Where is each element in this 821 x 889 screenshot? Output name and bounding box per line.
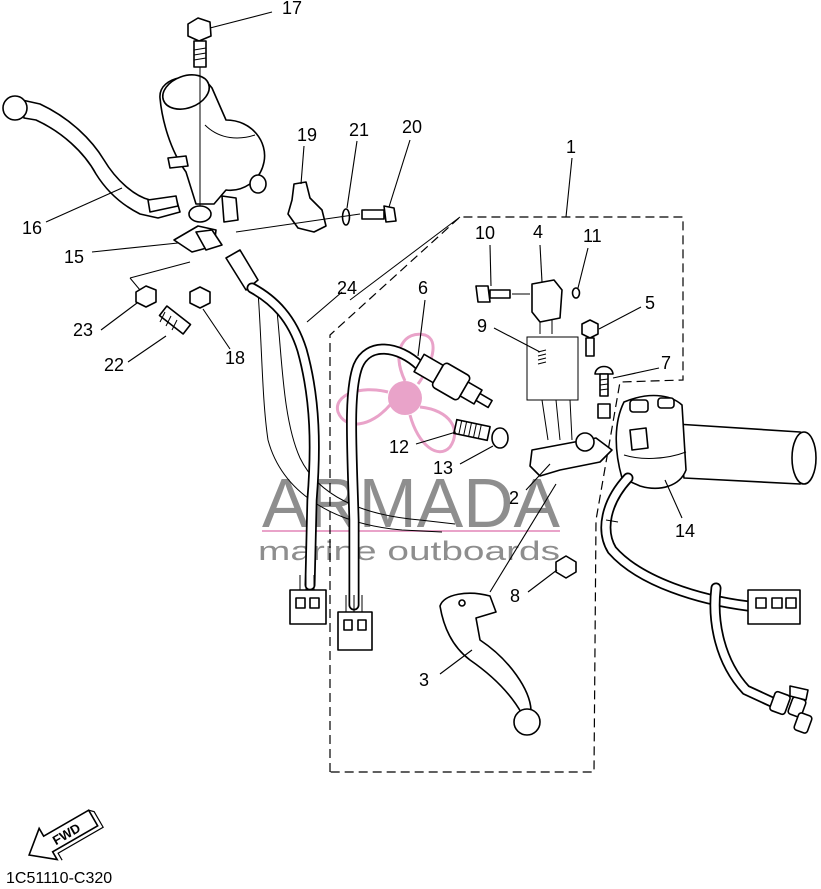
cable-6 <box>337 343 426 651</box>
wire-harness <box>600 472 813 734</box>
part-label-17: 17 <box>282 0 302 18</box>
nut-8 <box>555 555 577 579</box>
alignment-line <box>235 213 361 233</box>
part-labels: 1 2 3 4 5 6 7 8 9 10 11 12 13 14 15 16 1… <box>22 0 695 690</box>
lever-3 <box>439 592 541 736</box>
part-label-9: 9 <box>477 316 487 336</box>
part-label-15: 15 <box>64 247 84 267</box>
bolt-17 <box>187 17 212 206</box>
part-label-1: 1 <box>566 137 576 157</box>
part-label-16: 16 <box>22 218 42 238</box>
washer-13 <box>491 427 509 449</box>
part-label-13: 13 <box>433 458 453 478</box>
part-label-6: 6 <box>418 278 428 298</box>
part-label-10: 10 <box>475 223 495 243</box>
part-label-24: 24 <box>337 278 357 298</box>
part-label-20: 20 <box>402 117 422 137</box>
part-label-18: 18 <box>225 348 245 368</box>
snap-ring-21 <box>341 208 351 226</box>
bolt-20 <box>361 205 397 223</box>
nut-18 <box>189 286 211 309</box>
washer-11 <box>571 287 581 299</box>
part-label-3: 3 <box>419 670 429 690</box>
bracket-2 <box>529 403 613 477</box>
part-label-4: 4 <box>533 222 543 242</box>
part-label-8: 8 <box>510 586 520 606</box>
switch-4 <box>531 279 563 334</box>
part-label-22: 22 <box>104 355 124 375</box>
bolt-5 <box>581 319 599 357</box>
part-label-12: 12 <box>389 437 409 457</box>
bolt-22 <box>158 305 192 335</box>
cable-24 <box>225 249 327 625</box>
forward-arrow-icon: FWD <box>27 809 104 861</box>
routing-line <box>349 216 461 301</box>
switch-leads <box>541 399 573 441</box>
part-label-21: 21 <box>349 120 369 140</box>
diagram-code: 1C51110-C320 <box>6 870 112 887</box>
part-label-5: 5 <box>645 293 655 313</box>
screw-7 <box>594 365 614 397</box>
part-label-11: 11 <box>583 226 602 246</box>
brake-switch-6 <box>413 353 493 409</box>
clip-19 <box>287 181 327 233</box>
part-label-23: 23 <box>73 320 93 340</box>
grip <box>675 423 817 485</box>
bolt-10 <box>475 285 511 303</box>
part-label-14: 14 <box>675 521 695 541</box>
switch-box-outline <box>526 336 579 401</box>
routing-line <box>275 301 456 525</box>
part-label-2: 2 <box>509 488 519 508</box>
lever-16 <box>2 95 181 219</box>
leader-lines <box>45 11 683 675</box>
part-label-7: 7 <box>661 353 671 373</box>
assembly-boundary-part-1 <box>329 216 684 773</box>
nut-23 <box>135 285 157 308</box>
bracket-line <box>129 261 191 291</box>
spring-9 <box>537 349 547 365</box>
bolt-12 <box>453 418 491 442</box>
part-label-19: 19 <box>297 125 317 145</box>
switch-clip <box>195 229 223 251</box>
master-cylinder <box>159 74 267 223</box>
